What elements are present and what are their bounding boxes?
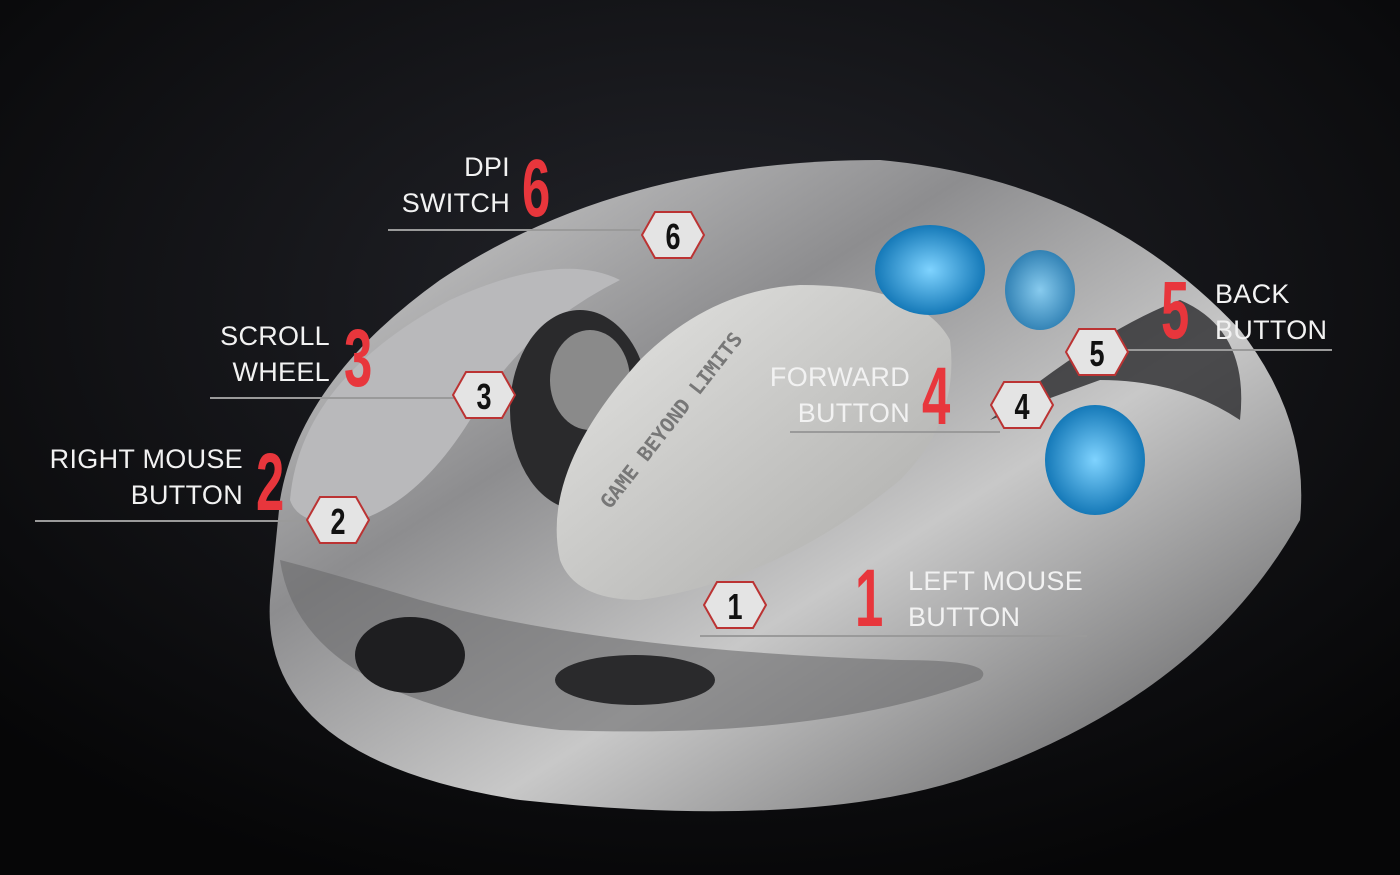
- callout-line-4: [790, 431, 1000, 433]
- blue-glow-side: [1045, 405, 1145, 515]
- callout-number-5: 5: [1161, 265, 1190, 356]
- callout-number-6: 6: [522, 143, 551, 234]
- callout-line-6: [388, 229, 640, 231]
- callout-number-3: 3: [344, 313, 373, 404]
- blue-glow-top: [875, 225, 985, 315]
- hex-marker-6: 6: [640, 210, 706, 260]
- callout-line-2: [35, 520, 310, 522]
- callout-number-4: 4: [922, 351, 951, 442]
- callout-line-1: [700, 635, 1087, 637]
- hex-marker-5: 5: [1064, 327, 1130, 377]
- left-button-plate: [556, 285, 952, 600]
- hex-marker-1: 1: [702, 580, 768, 630]
- hex-marker-4: 4: [989, 380, 1055, 430]
- hex-marker-2: 2: [305, 495, 371, 545]
- hex-marker-3: 3: [451, 370, 517, 420]
- callout-number-2: 2: [256, 437, 285, 528]
- callout-line-5: [1100, 349, 1332, 351]
- callout-number-1: 1: [855, 553, 884, 644]
- callout-line-3: [210, 397, 460, 399]
